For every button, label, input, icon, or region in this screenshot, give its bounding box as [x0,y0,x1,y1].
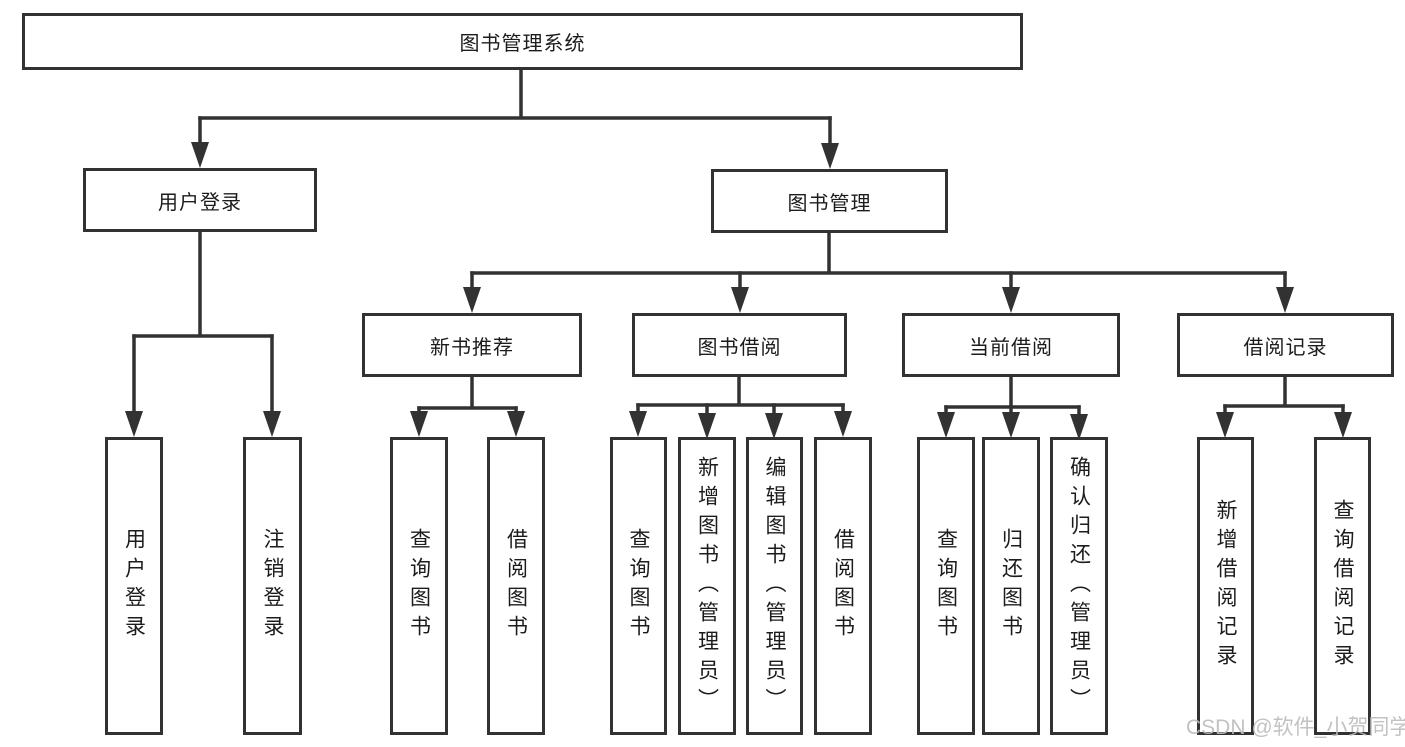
leaf-records-add: 新增借阅记录 [1197,437,1254,735]
node-user-login-label: 用户登录 [158,191,242,214]
node-book-mgmt-label: 图书管理 [787,192,872,215]
leaf-current-return-label: 归还图书 [999,528,1023,644]
leaf-newbooks-borrow: 借阅图书 [487,437,545,735]
leaf-borrow-borrow: 借阅图书 [814,437,872,735]
leaf-borrow-edit: 编辑图书（管理员） [746,437,803,735]
node-book-mgmt: 图书管理 [711,169,948,233]
node-root-label: 图书管理系统 [459,33,586,55]
csdn-watermark: CSDN @软件_小贺同学 [1186,716,1405,739]
leaf-borrow-add-label: 新增图书（管理员） [695,455,719,717]
leaf-logout-label: 注销登录 [261,528,284,644]
leaf-records-add-label: 新增借阅记录 [1214,499,1237,673]
leaf-newbooks-borrow-label: 借阅图书 [504,528,528,644]
leaf-borrow-edit-label: 编辑图书（管理员） [763,455,786,717]
leaf-current-return: 归还图书 [982,437,1040,735]
leaf-current-query-label: 查询图书 [934,528,958,644]
node-root: 图书管理系统 [22,13,1023,70]
leaf-current-confirm: 确认归还（管理员） [1050,437,1108,735]
leaf-borrow-add: 新增图书（管理员） [678,437,736,735]
node-book-borrow-label: 图书借阅 [697,336,782,359]
leaf-current-confirm-label: 确认归还（管理员） [1067,455,1091,717]
leaf-borrow-query: 查询图书 [610,437,667,735]
node-user-login: 用户登录 [83,168,317,232]
leaf-user-login: 用户登录 [105,437,163,735]
node-current-borrow-label: 当前借阅 [969,336,1053,359]
node-book-borrow: 图书借阅 [632,313,847,377]
leaf-borrow-query-label: 查询图书 [627,528,650,644]
node-borrow-records-label: 借阅记录 [1243,336,1328,359]
leaf-newbooks-query: 查询图书 [390,437,448,735]
node-new-books: 新书推荐 [362,313,582,377]
leaf-user-login-label: 用户登录 [122,528,146,644]
leaf-logout: 注销登录 [243,437,302,735]
leaf-borrow-borrow-label: 借阅图书 [831,528,855,644]
leaf-current-query: 查询图书 [917,437,975,735]
node-current-borrow: 当前借阅 [902,313,1120,377]
leaf-records-query-label: 查询借阅记录 [1331,499,1354,673]
node-new-books-label: 新书推荐 [430,336,514,359]
leaf-newbooks-query-label: 查询图书 [407,528,431,644]
node-borrow-records: 借阅记录 [1177,313,1394,377]
leaf-records-query: 查询借阅记录 [1314,437,1371,735]
